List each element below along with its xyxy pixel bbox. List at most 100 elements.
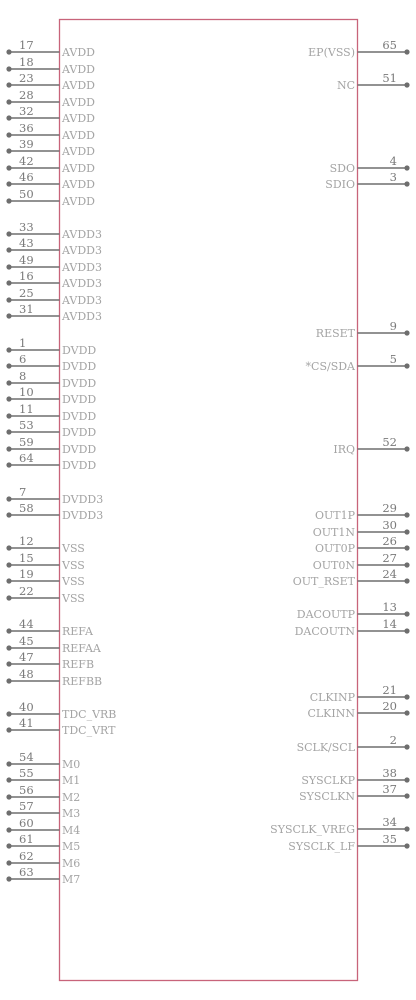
pin-name-label: DVDD3 <box>62 493 103 506</box>
pin-number: 40 <box>19 700 34 714</box>
pin-number: 60 <box>19 816 34 830</box>
pin-name-label: CLKINP <box>310 691 356 704</box>
pin-name-label: DVDD <box>62 393 96 406</box>
pin-terminal-dot <box>404 694 410 700</box>
pin-number: 24 <box>382 567 397 581</box>
pin-terminal-dot <box>404 82 410 88</box>
pin-number: 42 <box>19 154 34 168</box>
pin-number: 33 <box>19 220 34 234</box>
pin-terminal-dot <box>6 843 12 849</box>
pin-terminal-dot <box>404 363 410 369</box>
pin-number: 34 <box>382 815 397 829</box>
pin-terminal-dot <box>6 810 12 816</box>
pin-name-label: REFBB <box>62 675 102 688</box>
pin-name-label: IRQ <box>333 443 355 456</box>
pin-number: 39 <box>19 137 34 151</box>
pin-terminal-dot <box>6 595 12 601</box>
pin-name-label: SYSCLK_LF <box>288 840 355 853</box>
pin-name-label: OUT0P <box>315 542 356 555</box>
pin-number: 58 <box>19 501 34 515</box>
pin-terminal-dot <box>404 529 410 535</box>
pin-number: 49 <box>19 253 34 267</box>
pin-terminal-dot <box>6 462 12 468</box>
pin-name-label: AVDD <box>61 178 95 191</box>
pin-name-label: AVDD <box>61 63 95 76</box>
pin-name-label: REFB <box>62 658 94 671</box>
pin-number: 65 <box>382 38 397 52</box>
pin-name-label: SDIO <box>325 178 355 191</box>
pin-terminal-dot <box>6 827 12 833</box>
pin-terminal-dot <box>6 496 12 502</box>
pin-terminal-dot <box>404 512 410 518</box>
pin-name-label: DVDD <box>62 410 96 423</box>
pin-number: 38 <box>382 766 397 780</box>
pin-number: 41 <box>19 716 34 730</box>
pin-number: 12 <box>19 534 34 548</box>
pin-name-label: OUT0N <box>313 559 356 572</box>
pin-name-label: AVDD3 <box>61 310 102 323</box>
pin-name-label: OUT1P <box>315 509 356 522</box>
pin-number: 29 <box>382 501 397 515</box>
pin-number: 30 <box>382 518 397 532</box>
pin-number: 44 <box>19 617 34 631</box>
pin-terminal-dot <box>6 148 12 154</box>
pin-name-label: M7 <box>62 873 80 886</box>
pin-name-label: TDC_VRB <box>62 708 116 721</box>
pin-terminal-dot <box>6 645 12 651</box>
pin-number: 9 <box>390 319 397 333</box>
pin-terminal-dot <box>6 711 12 717</box>
pin-number: 5 <box>390 352 397 366</box>
pin-terminal-dot <box>6 678 12 684</box>
pin-number: 54 <box>19 750 34 764</box>
pin-name-label: DVDD3 <box>62 509 103 522</box>
pin-terminal-dot <box>6 165 12 171</box>
pin-name-label: M4 <box>62 824 80 837</box>
pin-number: 47 <box>19 650 34 664</box>
pin-terminal-dot <box>6 661 12 667</box>
pin-name-label: SYSCLKN <box>299 790 355 803</box>
pin-terminal-dot <box>6 99 12 105</box>
pin-name-label: AVDD3 <box>61 228 102 241</box>
pin-terminal-dot <box>404 49 410 55</box>
pin-number: 63 <box>19 865 34 879</box>
pin-number: 27 <box>382 551 397 565</box>
pin-number: 8 <box>19 369 26 383</box>
right-pin-group: 65EP(VSS)51NC4SDO3SDIO9RESET5*CS/SDA52IR… <box>270 38 410 853</box>
pin-terminal-dot <box>404 330 410 336</box>
pin-number: 56 <box>19 783 34 797</box>
pin-terminal-dot <box>404 181 410 187</box>
pin-name-label: NC <box>337 79 355 92</box>
pin-terminal-dot <box>6 545 12 551</box>
pin-terminal-dot <box>6 777 12 783</box>
pin-number: 4 <box>390 154 397 168</box>
pin-number: 20 <box>382 699 397 713</box>
pin-name-label: *CS/SDA <box>306 360 357 373</box>
pin-name-label: SCLK/SCL <box>297 741 356 754</box>
pin-name-label: DACOUTP <box>297 608 356 621</box>
pin-terminal-dot <box>6 132 12 138</box>
pin-terminal-dot <box>6 727 12 733</box>
pin-number: 62 <box>19 849 34 863</box>
pin-terminal-dot <box>6 794 12 800</box>
pin-number: 11 <box>19 402 34 416</box>
pin-name-label: M5 <box>62 840 80 853</box>
